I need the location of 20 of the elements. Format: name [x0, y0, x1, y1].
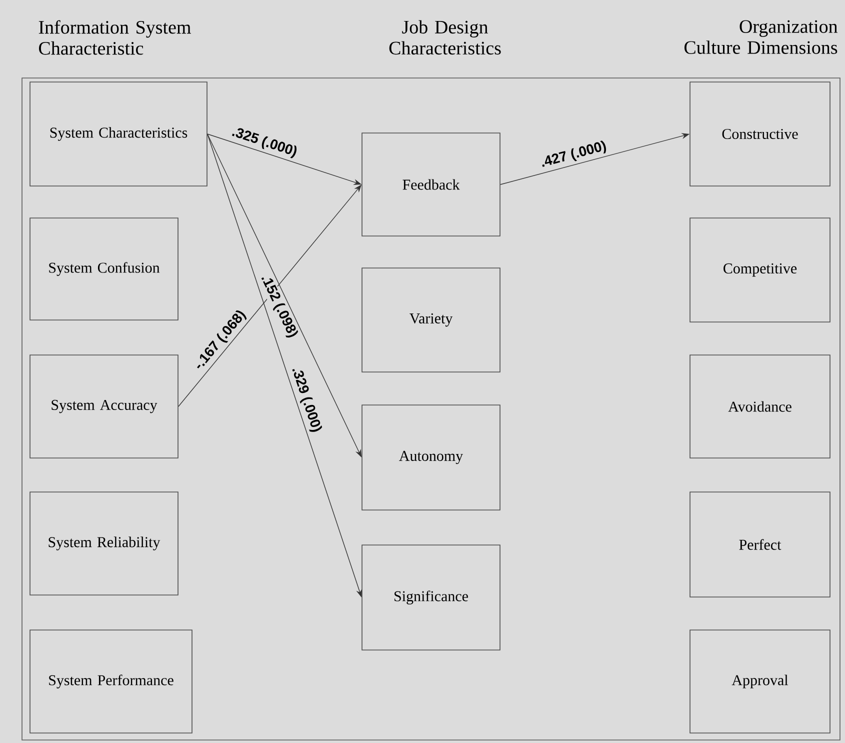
column-heading: Organization Culture Dimensions — [684, 20, 838, 54]
variable-box: Feedback — [362, 132, 500, 236]
edge-label: .329 (.000) — [292, 369, 322, 432]
variable-box: System Reliability — [30, 492, 178, 596]
edge-label: .427 (.000) — [542, 140, 606, 167]
variable-box: Variety — [362, 268, 500, 372]
variable-box: Perfect — [690, 492, 830, 598]
variable-box: Autonomy — [362, 404, 500, 510]
variable-box: Constructive — [690, 82, 830, 186]
variable-box: System Confusion — [30, 218, 178, 320]
variable-box: Avoidance — [690, 354, 830, 458]
variable-box: Competitive — [690, 218, 830, 322]
column-heading: Job Design Characteristics — [389, 20, 501, 55]
variable-box: System Performance — [30, 630, 192, 734]
variable-box: Approval — [690, 630, 830, 734]
edge-label: .325 (.000) — [232, 128, 296, 158]
variable-box: Significance — [362, 544, 500, 650]
column-heading: Information System Characteristic — [38, 20, 191, 55]
variable-box: System Characteristics — [30, 82, 208, 186]
variable-box: System Accuracy — [30, 354, 178, 458]
